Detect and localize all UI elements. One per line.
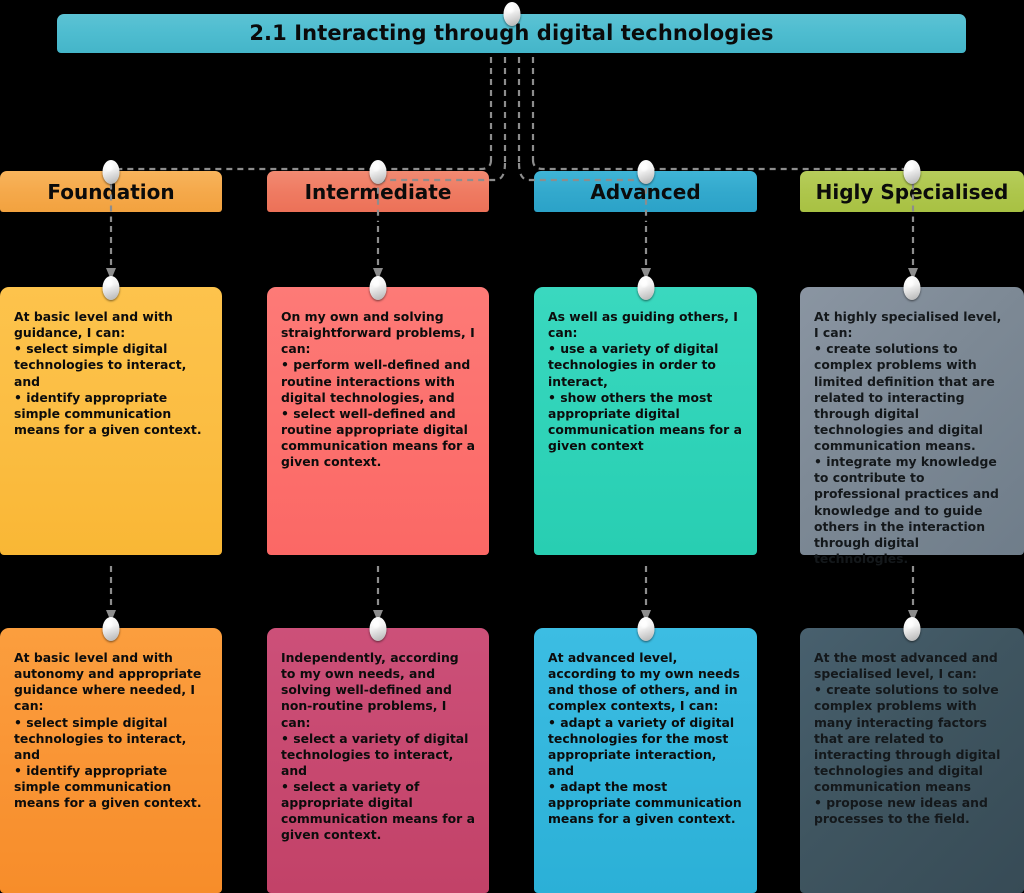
pin-circle-icon bbox=[102, 276, 120, 300]
descriptor-text: Independently, according to my own needs… bbox=[281, 650, 475, 843]
descriptor-text: At basic level and with guidance, I can:… bbox=[14, 309, 202, 437]
descriptor-card-upper[interactable]: At basic level and with guidance, I can:… bbox=[0, 276, 222, 555]
level-column-intermediate: Intermediate On my own and solving strai… bbox=[267, 0, 489, 893]
pin-circle-icon bbox=[102, 160, 120, 184]
diagram-title-bar: 2.1 Interacting through digital technolo… bbox=[57, 2, 966, 53]
descriptor-card-upper[interactable]: On my own and solving straightforward pr… bbox=[267, 276, 489, 555]
level-column-highly-specialised: Higly Specialised At highly specialised … bbox=[800, 0, 1024, 893]
pin-circle-icon bbox=[637, 276, 654, 300]
pin-circle-icon bbox=[903, 617, 921, 641]
level-header-foundation[interactable]: Foundation bbox=[0, 160, 222, 212]
pin-circle-icon bbox=[369, 617, 387, 641]
descriptor-card-upper[interactable]: As well as guiding others, I can: • use … bbox=[534, 276, 757, 555]
descriptor-text: At the most advanced and specialised lev… bbox=[814, 650, 1001, 827]
descriptor-text: At highly specialised level, I can: • cr… bbox=[814, 309, 1002, 566]
level-title: Advanced bbox=[590, 179, 701, 204]
descriptor-card-upper[interactable]: At highly specialised level, I can: • cr… bbox=[800, 276, 1024, 566]
pin-circle-icon bbox=[903, 276, 921, 300]
pin-circle-icon bbox=[903, 160, 921, 184]
descriptor-text: At advanced level, according to my own n… bbox=[548, 650, 742, 827]
level-column-advanced: Advanced As well as guiding others, I ca… bbox=[534, 0, 757, 893]
level-title: Intermediate bbox=[304, 179, 452, 204]
level-title: Foundation bbox=[47, 179, 175, 204]
level-title: Higly Specialised bbox=[815, 179, 1009, 204]
page-title: 2.1 Interacting through digital technolo… bbox=[249, 21, 774, 45]
descriptor-text: On my own and solving straightforward pr… bbox=[281, 309, 475, 470]
pin-circle-icon bbox=[369, 160, 387, 184]
level-header-advanced[interactable]: Advanced bbox=[534, 160, 757, 212]
descriptor-card-lower[interactable]: At the most advanced and specialised lev… bbox=[800, 617, 1024, 893]
descriptor-text: As well as guiding others, I can: • use … bbox=[548, 309, 742, 453]
pin-circle-icon bbox=[637, 160, 654, 184]
descriptor-text: At basic level and with autonomy and app… bbox=[14, 650, 202, 811]
descriptor-card-lower[interactable]: At advanced level, according to my own n… bbox=[534, 617, 757, 893]
pin-circle-icon bbox=[102, 617, 120, 641]
pin-circle-icon bbox=[637, 617, 654, 641]
pin-circle-icon bbox=[369, 276, 387, 300]
level-column-foundation: Foundation At basic level and with guida… bbox=[0, 0, 222, 893]
level-header-intermediate[interactable]: Intermediate bbox=[267, 160, 489, 212]
descriptor-card-lower[interactable]: Independently, according to my own needs… bbox=[267, 617, 489, 893]
level-header-highly-specialised[interactable]: Higly Specialised bbox=[800, 160, 1024, 212]
descriptor-card-lower[interactable]: At basic level and with autonomy and app… bbox=[0, 617, 222, 893]
pin-circle-icon bbox=[503, 2, 520, 26]
